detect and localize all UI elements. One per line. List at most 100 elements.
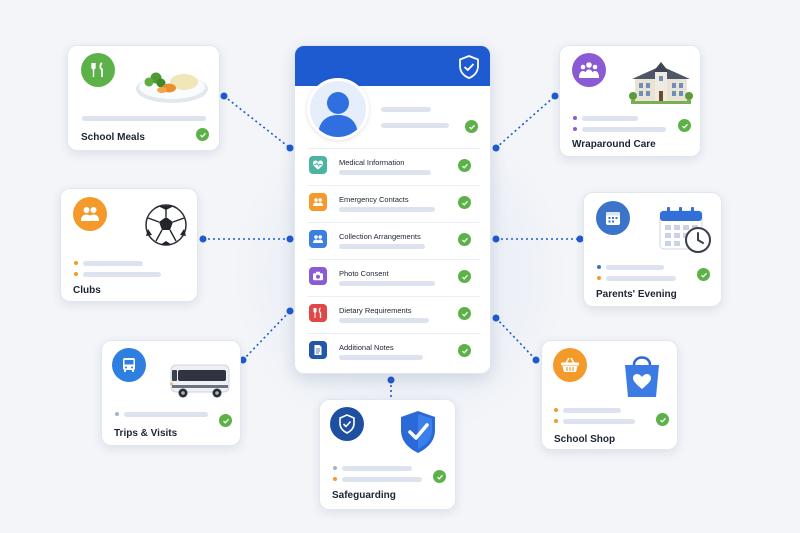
check-icon: [458, 270, 471, 283]
card-trips-visits[interactable]: Trips & Visits: [101, 340, 241, 446]
card-wraparound-care[interactable]: Wraparound Care: [559, 45, 701, 157]
card-title: Wraparound Care: [572, 139, 656, 150]
check-icon: [656, 413, 669, 426]
row-collection-arrangements[interactable]: Collection Arrangements: [307, 222, 480, 259]
profile-detail-placeholder: [381, 123, 449, 128]
detail-placeholder: [83, 272, 161, 277]
bullet: [74, 261, 78, 265]
basket-icon: [553, 348, 587, 382]
check-icon: [219, 414, 232, 427]
row-label: Photo Consent: [339, 269, 389, 278]
coach-icon: [170, 364, 230, 398]
row-medical-information[interactable]: Medical Information: [307, 148, 480, 185]
people-icon: [309, 230, 327, 248]
row-emergency-contacts[interactable]: Emergency Contacts: [307, 185, 480, 222]
check-icon: [433, 470, 446, 483]
connector-dot: [239, 356, 247, 364]
card-title: Clubs: [73, 285, 101, 296]
check-icon: [458, 196, 471, 209]
check-icon: [697, 268, 710, 281]
row-label: Dietary Requirements: [339, 306, 412, 315]
row-additional-notes[interactable]: Additional Notes: [307, 333, 480, 370]
cutlery-icon: [309, 304, 327, 322]
check-icon: [678, 119, 691, 132]
detail-placeholder: [563, 419, 635, 424]
detail-placeholder: [563, 408, 621, 413]
people-icon: [73, 197, 107, 231]
card-safeguarding[interactable]: Safeguarding: [319, 399, 456, 510]
check-icon: [458, 159, 471, 172]
football-icon: [145, 204, 187, 246]
shopping-bag-icon: [625, 356, 659, 397]
bullet: [115, 412, 119, 416]
detail-placeholder: [606, 265, 664, 270]
row-dietary-requirements[interactable]: Dietary Requirements: [307, 296, 480, 333]
detail-placeholder: [124, 412, 208, 417]
detail-placeholder: [606, 276, 676, 281]
calendar-icon: [596, 201, 630, 235]
detail-placeholder: [342, 477, 422, 482]
panel-header: [295, 46, 490, 86]
bullet: [333, 477, 337, 481]
check-icon: [458, 307, 471, 320]
check-icon: [458, 344, 471, 357]
row-detail-placeholder: [339, 170, 431, 175]
bullet: [597, 276, 601, 280]
row-detail-placeholder: [339, 244, 425, 249]
row-photo-consent[interactable]: Photo Consent: [307, 259, 480, 296]
row-detail-placeholder: [339, 281, 435, 286]
connector-dot: [551, 92, 559, 100]
bullet: [573, 116, 577, 120]
pupil-profile-panel: Medical Information Emergency Contacts C…: [294, 45, 491, 374]
bullet: [333, 466, 337, 470]
camera-icon: [309, 267, 327, 285]
card-clubs[interactable]: Clubs: [60, 188, 198, 302]
avatar: [307, 78, 369, 140]
bullet: [554, 408, 558, 412]
profile-name-placeholder: [381, 107, 431, 112]
heart-pulse-icon: [309, 156, 327, 174]
connector-dot: [199, 235, 207, 243]
meal-plate-icon: [136, 72, 208, 103]
card-school-shop[interactable]: School Shop: [541, 340, 678, 450]
check-icon: [196, 128, 209, 141]
detail-placeholder: [83, 261, 143, 266]
bullet: [597, 265, 601, 269]
connector-dot: [220, 92, 228, 100]
card-title: Parents' Evening: [596, 289, 677, 300]
large-shield-icon: [401, 411, 435, 453]
connector-dot: [286, 307, 294, 315]
document-icon: [309, 341, 327, 359]
row-label: Collection Arrangements: [339, 232, 421, 241]
connector-dot: [492, 235, 500, 243]
row-label: Medical Information: [339, 158, 405, 167]
connector-dot: [286, 235, 294, 243]
row-label: Emergency Contacts: [339, 195, 409, 204]
card-title: Safeguarding: [332, 490, 396, 501]
check-icon: [458, 233, 471, 246]
connector-dot: [492, 144, 500, 152]
profile-check-icon: [465, 120, 478, 133]
connector-dot: [492, 314, 500, 322]
people-icon: [309, 193, 327, 211]
row-detail-placeholder: [339, 207, 435, 212]
row-label: Additional Notes: [339, 343, 394, 352]
card-school-meals[interactable]: School Meals: [67, 45, 220, 151]
bullet: [554, 419, 558, 423]
detail-placeholder: [582, 127, 666, 132]
row-detail-placeholder: [339, 355, 423, 360]
connector-dot: [387, 376, 395, 384]
bullet: [74, 272, 78, 276]
school-building-icon: [629, 62, 693, 104]
detail-placeholder: [342, 466, 412, 471]
family-icon: [572, 53, 606, 87]
calendar-clock-icon: [659, 207, 711, 253]
bullet: [573, 127, 577, 131]
shield-check-icon: [330, 407, 364, 441]
cutlery-icon: [81, 53, 115, 87]
card-title: Trips & Visits: [114, 428, 178, 439]
connector-dot: [286, 144, 294, 152]
card-parents-evening[interactable]: Parents' Evening: [583, 192, 722, 307]
connector-dot: [532, 356, 540, 364]
